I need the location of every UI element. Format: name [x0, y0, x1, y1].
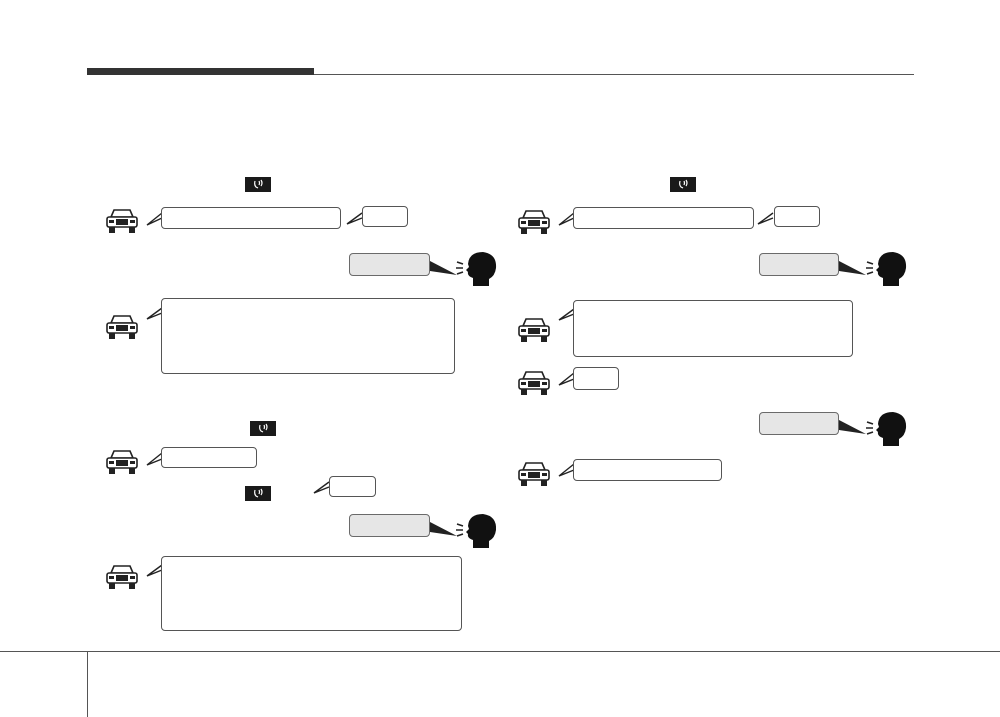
- user-speech-bubble: [759, 412, 839, 435]
- bubble-tail: [757, 212, 774, 225]
- system-prompt-bubble: [161, 447, 257, 468]
- car-front-icon: [106, 209, 138, 233]
- system-response-bubble: [161, 556, 462, 631]
- user-speech-bubble: [349, 253, 430, 276]
- beep-bubble: [362, 206, 408, 227]
- bubble-tail: [146, 307, 163, 320]
- car-front-icon: [518, 318, 550, 342]
- bubble-tail: [558, 212, 575, 226]
- car-front-icon: [518, 210, 550, 234]
- beep-bubble: [774, 206, 820, 227]
- system-prompt-bubble: [573, 459, 722, 481]
- bubble-tail: [146, 212, 163, 226]
- footer-rule: [0, 651, 1000, 652]
- system-prompt-bubble: [161, 207, 341, 229]
- talk-button-icon: [670, 177, 696, 192]
- user-speech-bubble: [759, 253, 839, 276]
- talk-button-icon: [245, 486, 271, 501]
- bubble-tail: [146, 564, 163, 577]
- header-rule-thin: [314, 74, 914, 75]
- car-front-icon: [518, 462, 550, 486]
- speaking-head-icon: [866, 252, 907, 286]
- speaking-head-icon: [456, 514, 497, 548]
- car-front-icon: [518, 371, 550, 395]
- bubble-tail: [839, 261, 866, 275]
- beep-bubble: [329, 476, 376, 497]
- car-front-icon: [106, 450, 138, 474]
- system-prompt-bubble: [573, 207, 754, 229]
- system-response-bubble: [161, 298, 455, 374]
- bubble-tail: [558, 308, 575, 321]
- bubble-tail: [346, 212, 363, 225]
- talk-button-icon: [245, 177, 271, 192]
- bubble-tail: [146, 452, 163, 466]
- footer-divider: [87, 651, 88, 717]
- car-front-icon: [106, 565, 138, 589]
- beep-bubble: [573, 367, 619, 390]
- user-speech-bubble: [349, 514, 430, 537]
- bubble-tail: [558, 372, 575, 386]
- bubble-tail: [430, 522, 457, 536]
- speaking-head-icon: [866, 412, 907, 446]
- system-response-bubble: [573, 300, 853, 357]
- bubble-tail: [430, 261, 457, 275]
- talk-button-icon: [250, 421, 276, 436]
- header-rule-thick: [87, 68, 314, 75]
- speaking-head-icon: [456, 252, 497, 286]
- bubble-tail: [839, 420, 866, 434]
- bubble-tail: [313, 481, 330, 494]
- car-front-icon: [106, 315, 138, 339]
- bubble-tail: [558, 463, 575, 477]
